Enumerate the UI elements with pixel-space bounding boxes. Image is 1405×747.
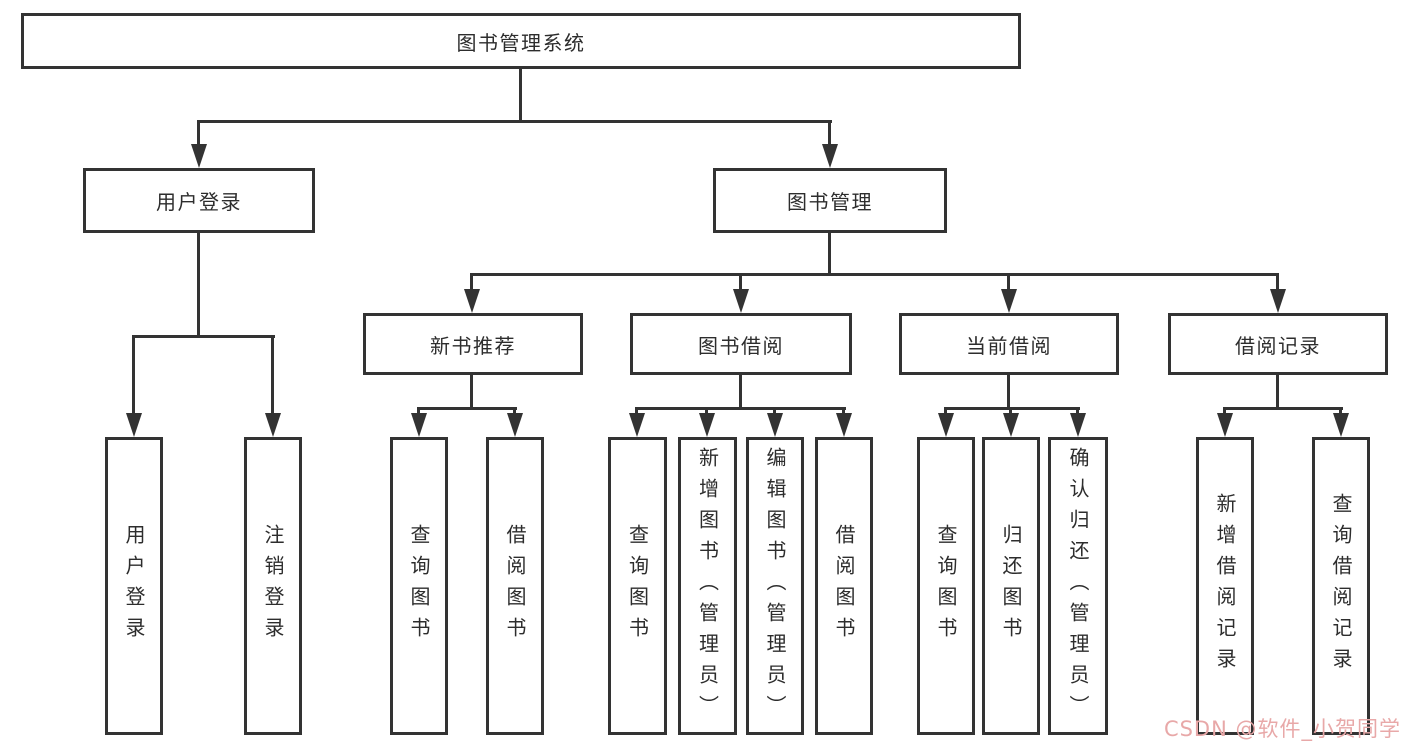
- node-label: 用户登录: [156, 190, 242, 214]
- connector-line: [132, 335, 135, 415]
- connector-line: [842, 407, 845, 417]
- connector-line: [705, 407, 708, 417]
- connector-line: [944, 407, 947, 417]
- leaf-label: 查询图书: [407, 524, 431, 648]
- connector-line: [944, 407, 1080, 410]
- leaf-label: 借阅图书: [832, 524, 856, 648]
- connector-line: [828, 120, 831, 148]
- connector-line: [470, 375, 473, 409]
- connector-line: [739, 273, 742, 291]
- connector-line: [1076, 407, 1079, 417]
- connector-line: [197, 120, 832, 123]
- connector-line: [197, 233, 200, 338]
- leaf-query-books-borrow: 查询图书: [608, 437, 667, 735]
- connector-line: [519, 69, 522, 123]
- leaf-borrow-books: 借阅图书: [815, 437, 873, 735]
- leaf-label: 新增图书（管理员）: [695, 446, 720, 726]
- connector-line: [271, 335, 274, 415]
- leaf-query-books-current: 查询图书: [917, 437, 975, 735]
- leaf-logout: 注销登录: [244, 437, 302, 735]
- connector-line: [417, 407, 420, 417]
- node-new-book-recommend: 新书推荐: [363, 313, 583, 375]
- arrow-down-icon: [1070, 413, 1086, 437]
- arrow-down-icon: [1003, 413, 1019, 437]
- arrow-down-icon: [822, 144, 838, 168]
- leaf-label: 归还图书: [999, 524, 1023, 648]
- leaf-add-book-admin: 新增图书（管理员）: [678, 437, 737, 735]
- leaf-return-book: 归还图书: [982, 437, 1040, 735]
- connector-line: [1223, 407, 1226, 417]
- arrow-down-icon: [938, 413, 954, 437]
- node-borrow-records: 借阅记录: [1168, 313, 1388, 375]
- connector-line: [470, 273, 1279, 276]
- node-book-borrow: 图书借阅: [630, 313, 852, 375]
- arrow-down-icon: [507, 413, 523, 437]
- node-label: 图书管理: [787, 190, 873, 214]
- leaf-label: 编辑图书（管理员）: [763, 446, 787, 726]
- connector-line: [1276, 273, 1279, 291]
- arrow-down-icon: [1001, 289, 1017, 313]
- arrow-down-icon: [464, 289, 480, 313]
- connector-line: [1007, 273, 1010, 291]
- connector-line: [828, 233, 831, 276]
- connector-line: [1009, 407, 1012, 417]
- leaf-add-borrow-record: 新增借阅记录: [1196, 437, 1254, 735]
- leaf-label: 查询图书: [625, 524, 650, 648]
- leaf-edit-book-admin: 编辑图书（管理员）: [746, 437, 804, 735]
- connector-line: [635, 407, 846, 410]
- leaf-label: 注销登录: [261, 524, 285, 648]
- arrow-down-icon: [1270, 289, 1286, 313]
- leaf-user-login: 用户登录: [105, 437, 163, 735]
- node-label: 借阅记录: [1235, 333, 1321, 358]
- connector-line: [635, 407, 638, 417]
- node-label: 图书管理系统: [456, 30, 586, 55]
- leaf-query-borrow-record: 查询借阅记录: [1312, 437, 1370, 735]
- connector-line: [132, 335, 275, 338]
- connector-line: [1007, 375, 1010, 409]
- connector-line: [417, 407, 517, 410]
- arrow-down-icon: [1217, 413, 1233, 437]
- arrow-down-icon: [699, 413, 715, 437]
- arrow-down-icon: [733, 289, 749, 313]
- arrow-down-icon: [1333, 413, 1349, 437]
- arrow-down-icon: [191, 144, 207, 168]
- leaf-label: 借阅图书: [503, 524, 527, 648]
- arrow-down-icon: [265, 413, 281, 437]
- leaf-label: 新增借阅记录: [1213, 493, 1237, 679]
- connector-line: [513, 407, 516, 417]
- connector-line: [470, 273, 473, 291]
- node-book-management-branch: 图书管理: [713, 168, 947, 233]
- connector-line: [1223, 407, 1343, 410]
- node-user-login-branch: 用户登录: [83, 168, 315, 233]
- leaf-label: 用户登录: [122, 524, 146, 648]
- arrow-down-icon: [126, 413, 142, 437]
- leaf-borrow-books-recommend: 借阅图书: [486, 437, 544, 735]
- node-system-root: 图书管理系统: [21, 13, 1021, 69]
- node-label: 新书推荐: [430, 333, 516, 358]
- arrow-down-icon: [411, 413, 427, 437]
- connector-line: [197, 120, 200, 148]
- arrow-down-icon: [767, 413, 783, 437]
- leaf-label: 查询借阅记录: [1329, 493, 1353, 679]
- connector-line: [739, 375, 742, 409]
- node-current-borrow: 当前借阅: [899, 313, 1119, 375]
- connector-line: [1339, 407, 1342, 417]
- node-label: 图书借阅: [698, 333, 784, 358]
- leaf-label: 查询图书: [934, 524, 958, 648]
- connector-line: [773, 407, 776, 417]
- leaf-query-books-recommend: 查询图书: [390, 437, 448, 735]
- leaf-label: 确认归还（管理员）: [1066, 446, 1090, 726]
- leaf-confirm-return-admin: 确认归还（管理员）: [1048, 437, 1108, 735]
- watermark-text: CSDN @软件_小贺同学: [1163, 717, 1401, 741]
- arrow-down-icon: [836, 413, 852, 437]
- connector-line: [1276, 375, 1279, 409]
- node-label: 当前借阅: [966, 333, 1052, 358]
- arrow-down-icon: [629, 413, 645, 437]
